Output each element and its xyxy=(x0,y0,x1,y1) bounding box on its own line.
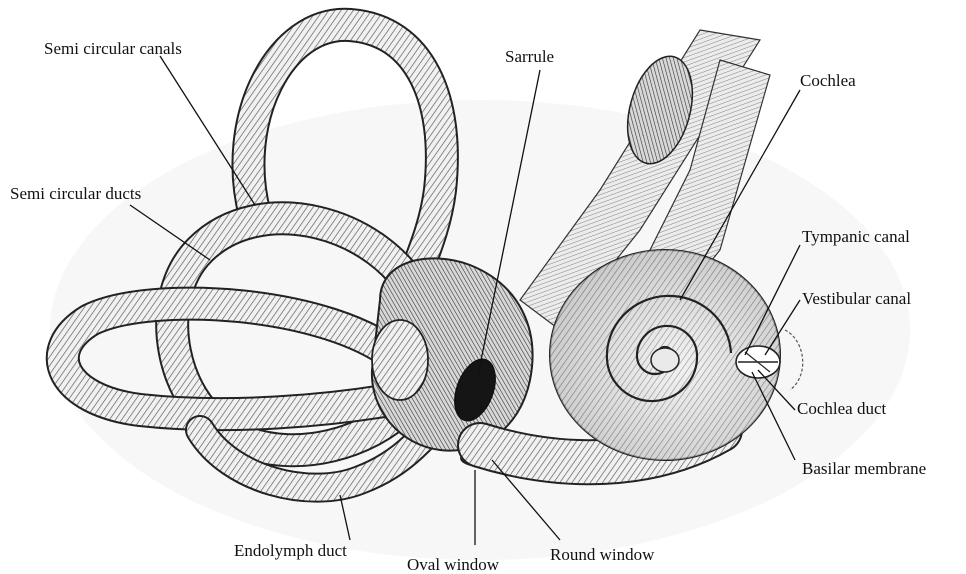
label-semi-circular-ducts: Semi circular ducts xyxy=(10,185,141,202)
label-oval-window: Oval window xyxy=(407,556,499,573)
label-cochlea-duct: Cochlea duct xyxy=(797,400,886,417)
label-vestibular-canal: Vestibular canal xyxy=(802,290,911,307)
label-basilar-membrane: Basilar membrane xyxy=(802,460,926,477)
label-endolymph-duct: Endolymph duct xyxy=(234,542,347,559)
label-cochlea: Cochlea xyxy=(800,72,856,89)
label-sarrule: Sarrule xyxy=(505,48,554,65)
label-semi-circular-canals: Semi circular canals xyxy=(44,40,182,57)
ampulla xyxy=(372,320,428,400)
label-tympanic-canal: Tympanic canal xyxy=(802,228,910,245)
label-round-window: Round window xyxy=(550,546,654,563)
